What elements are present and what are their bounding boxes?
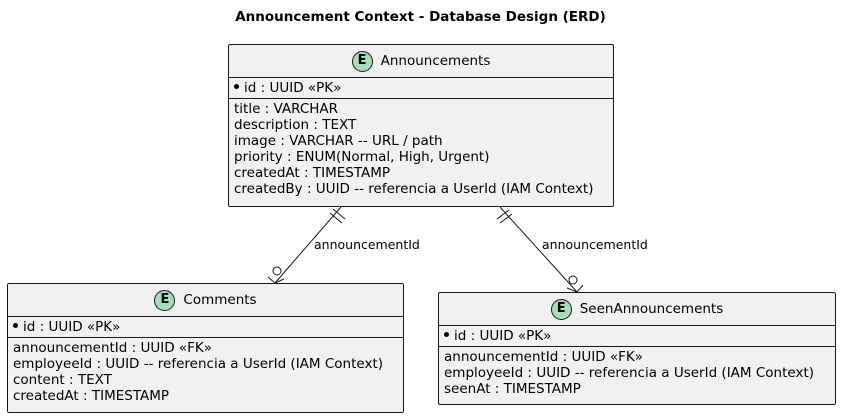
divider [439,346,835,347]
relation-label-seen: announcementId [542,237,648,252]
entity-e-icon: E [154,289,176,311]
entity-seen-announcements[interactable]: E SeenAnnouncements id : UUID «PK» annou… [438,292,836,405]
entity-header: E Announcements [229,45,613,77]
mandatory-bullet-icon [13,322,18,328]
entity-header: E Comments [8,284,403,316]
attribute-row: title : VARCHAR [234,101,339,117]
attribute-row: createdAt : TIMESTAMP [13,388,170,404]
attributes: announcementId : UUID «FK» employeeId : … [8,338,403,406]
divider [229,77,613,78]
diagram-title: Announcement Context - Database Design (… [235,9,606,25]
attribute-row: createdAt : TIMESTAMP [234,165,391,181]
divider [229,98,613,99]
key-attributes: id : UUID «PK» [229,78,613,98]
attribute-row: content : TEXT [13,372,112,388]
entity-e-icon: E [351,50,373,72]
divider [439,325,835,326]
attribute-row: id : UUID «PK» [444,328,830,344]
relation-announcements-seen[interactable] [496,206,584,293]
relation-announcements-comments[interactable] [267,206,346,284]
attribute-row: id : UUID «PK» [234,80,608,96]
entity-announcements[interactable]: E Announcements id : UUID «PK» title : V… [228,44,614,207]
attribute-row: image : VARCHAR -- URL / path [234,133,443,149]
attribute-row: employeeId : UUID -- referencia a UserId… [13,356,384,372]
divider [8,316,403,317]
entity-name: SeenAnnouncements [579,301,724,317]
entity-comments[interactable]: E Comments id : UUID «PK» announcementId… [7,283,404,413]
attribute-row: announcementId : UUID «FK» [444,349,644,365]
attribute-row: description : TEXT [234,117,357,133]
attribute-row: priority : ENUM(Normal, High, Urgent) [234,149,490,165]
attribute-row: createdBy : UUID -- referencia a UserId … [234,181,594,197]
mandatory-bullet-icon [234,83,239,89]
attribute-row: announcementId : UUID «FK» [13,340,213,356]
key-attributes: id : UUID «PK» [439,326,835,346]
entity-name: Comments [183,292,257,308]
entity-name: Announcements [380,53,491,69]
entity-header: E SeenAnnouncements [439,293,835,325]
attribute-row: id : UUID «PK» [13,319,398,335]
key-attributes: id : UUID «PK» [8,317,403,337]
mandatory-bullet-icon [444,331,449,337]
attributes: announcementId : UUID «FK» employeeId : … [439,347,835,399]
divider [8,337,403,338]
entity-e-icon: E [550,298,572,320]
attribute-row: seenAt : TIMESTAMP [444,381,581,397]
attribute-row: employeeId : UUID -- referencia a UserId… [444,365,815,381]
relation-label-comments: announcementId [314,237,420,252]
attributes: title : VARCHAR description : TEXT image… [229,99,613,199]
